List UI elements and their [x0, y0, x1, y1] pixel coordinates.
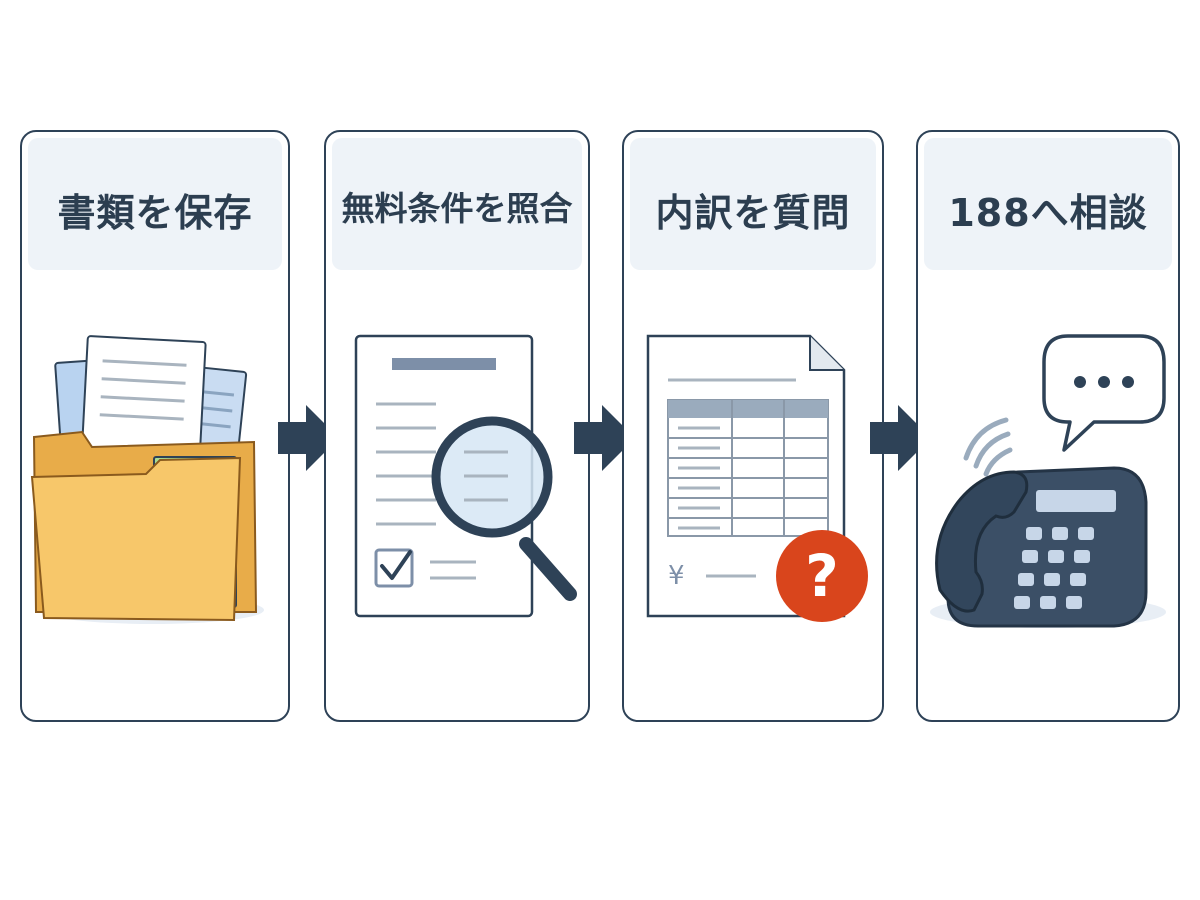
- step-title: 書類を保存: [57, 191, 253, 235]
- phone-speech-bubble-icon: [930, 334, 1166, 628]
- folder-with-documents-icon: [30, 335, 264, 624]
- invoice-question-icon: ¥ ?: [646, 334, 868, 622]
- step-header: 書類を保存: [28, 138, 282, 270]
- step-title: 内訳を質問: [655, 191, 851, 235]
- yen-symbol: ¥: [668, 561, 685, 591]
- arrow-right-icon: [870, 405, 931, 471]
- step-header: 無料条件を照合: [332, 138, 582, 270]
- step-title: 188へ相談: [948, 191, 1148, 235]
- step-header: 内訳を質問: [630, 138, 876, 270]
- step-header: 188へ相談: [924, 138, 1172, 270]
- step-title: 無料条件を照合: [341, 189, 573, 228]
- arrow-right-icon: [574, 405, 635, 471]
- document-magnifier-icon: [354, 334, 577, 618]
- arrow-right-icon: [278, 405, 339, 471]
- step-card-check-free-conditions: 無料条件を照合: [324, 130, 590, 722]
- step-card-ask-breakdown: 内訳を質問 ¥ ?: [622, 130, 884, 722]
- question-mark: ?: [805, 542, 839, 610]
- step-card-consult-188: 188へ相談: [916, 130, 1180, 722]
- step-card-save-documents: 書類を保存: [20, 130, 290, 722]
